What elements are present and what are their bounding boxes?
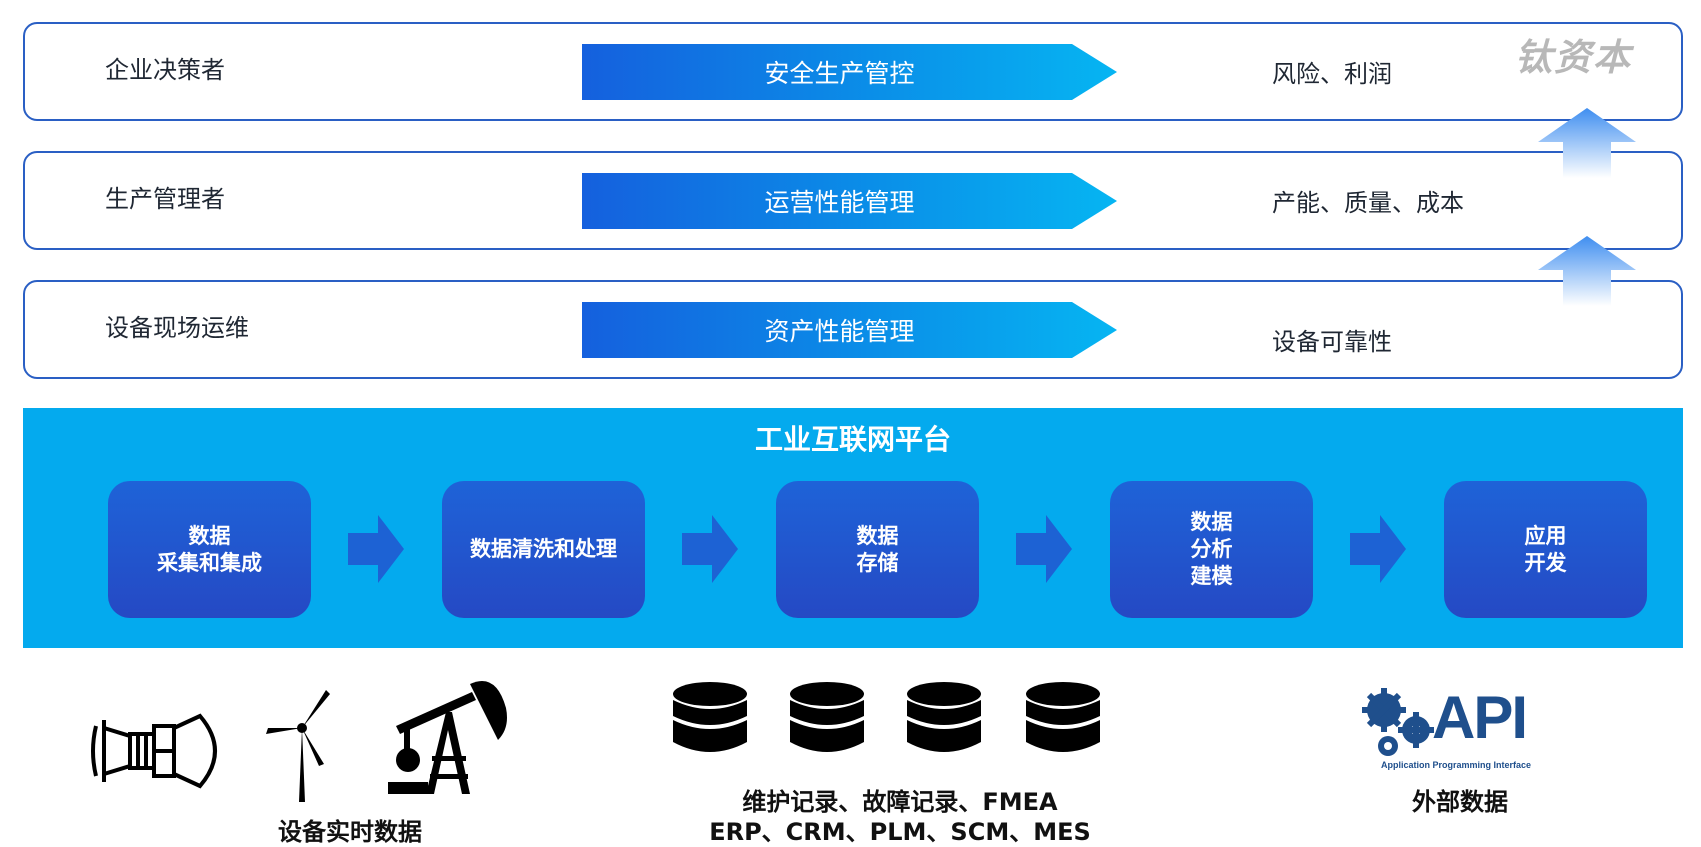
equipment-data-label: 设备实时数据 — [278, 818, 422, 846]
step-store: 数据 存储 — [776, 481, 979, 618]
wind-turbine-icon — [266, 690, 330, 802]
database-icon — [1026, 682, 1100, 752]
records-line-1: 维护记录、故障记录、FMEA — [742, 788, 1058, 816]
tier-function-arrow: 资产性能管理 — [582, 302, 1117, 358]
oil-pump-icon — [388, 681, 507, 794]
flow-arrow-icon — [1350, 515, 1406, 583]
step-clean: 数据清洗和处理 — [442, 481, 645, 618]
platform-title: 工业互联网平台 — [754, 423, 951, 456]
api-logo-subtext: Application Programming Interface — [1380, 760, 1532, 770]
up-arrow-icon — [1538, 236, 1636, 306]
database-icon — [673, 682, 747, 752]
tier-function-arrow: 运营性能管理 — [582, 173, 1117, 229]
external-data-label: 外部数据 — [1412, 788, 1508, 816]
flow-arrow-icon — [1016, 515, 1072, 583]
tier-output: 风险、利润 — [1272, 60, 1392, 88]
database-icon — [790, 682, 864, 752]
gears-icon — [1362, 688, 1434, 756]
step-develop: 应用 开发 — [1444, 481, 1647, 618]
step-analyze: 数据 分析 建模 — [1110, 481, 1313, 618]
tier-field-ops: 设备现场运维 资产性能管理 设备可靠性 — [23, 280, 1683, 379]
platform-panel: 工业互联网平台 数据 采集和集成 数据清洗和处理 数据 存储 数据 分析 建模 … — [23, 408, 1683, 648]
step-collect: 数据 采集和集成 — [108, 481, 311, 618]
database-icon — [907, 682, 981, 752]
api-logo-text: API — [1432, 684, 1528, 751]
watermark-logo: 钛资本 — [1515, 35, 1632, 79]
tier-label: 企业决策者 — [105, 56, 225, 84]
tier-label: 生产管理者 — [105, 185, 225, 213]
tier-output: 设备可靠性 — [1272, 328, 1392, 356]
tier-production: 生产管理者 运营性能管理 产能、质量、成本 — [23, 151, 1683, 250]
tier-enterprise: 企业决策者 安全生产管控 风险、利润 — [23, 22, 1683, 121]
turbine-engine-icon — [91, 713, 217, 789]
up-arrow-icon — [1538, 108, 1636, 178]
flow-arrow-icon — [348, 515, 404, 583]
tier-function-arrow: 安全生产管控 — [582, 44, 1117, 100]
tier-label: 设备现场运维 — [105, 314, 249, 342]
records-line-2: ERP、CRM、PLM、SCM、MES — [709, 818, 1091, 846]
flow-arrow-icon — [682, 515, 738, 583]
tier-output: 产能、质量、成本 — [1272, 189, 1464, 217]
